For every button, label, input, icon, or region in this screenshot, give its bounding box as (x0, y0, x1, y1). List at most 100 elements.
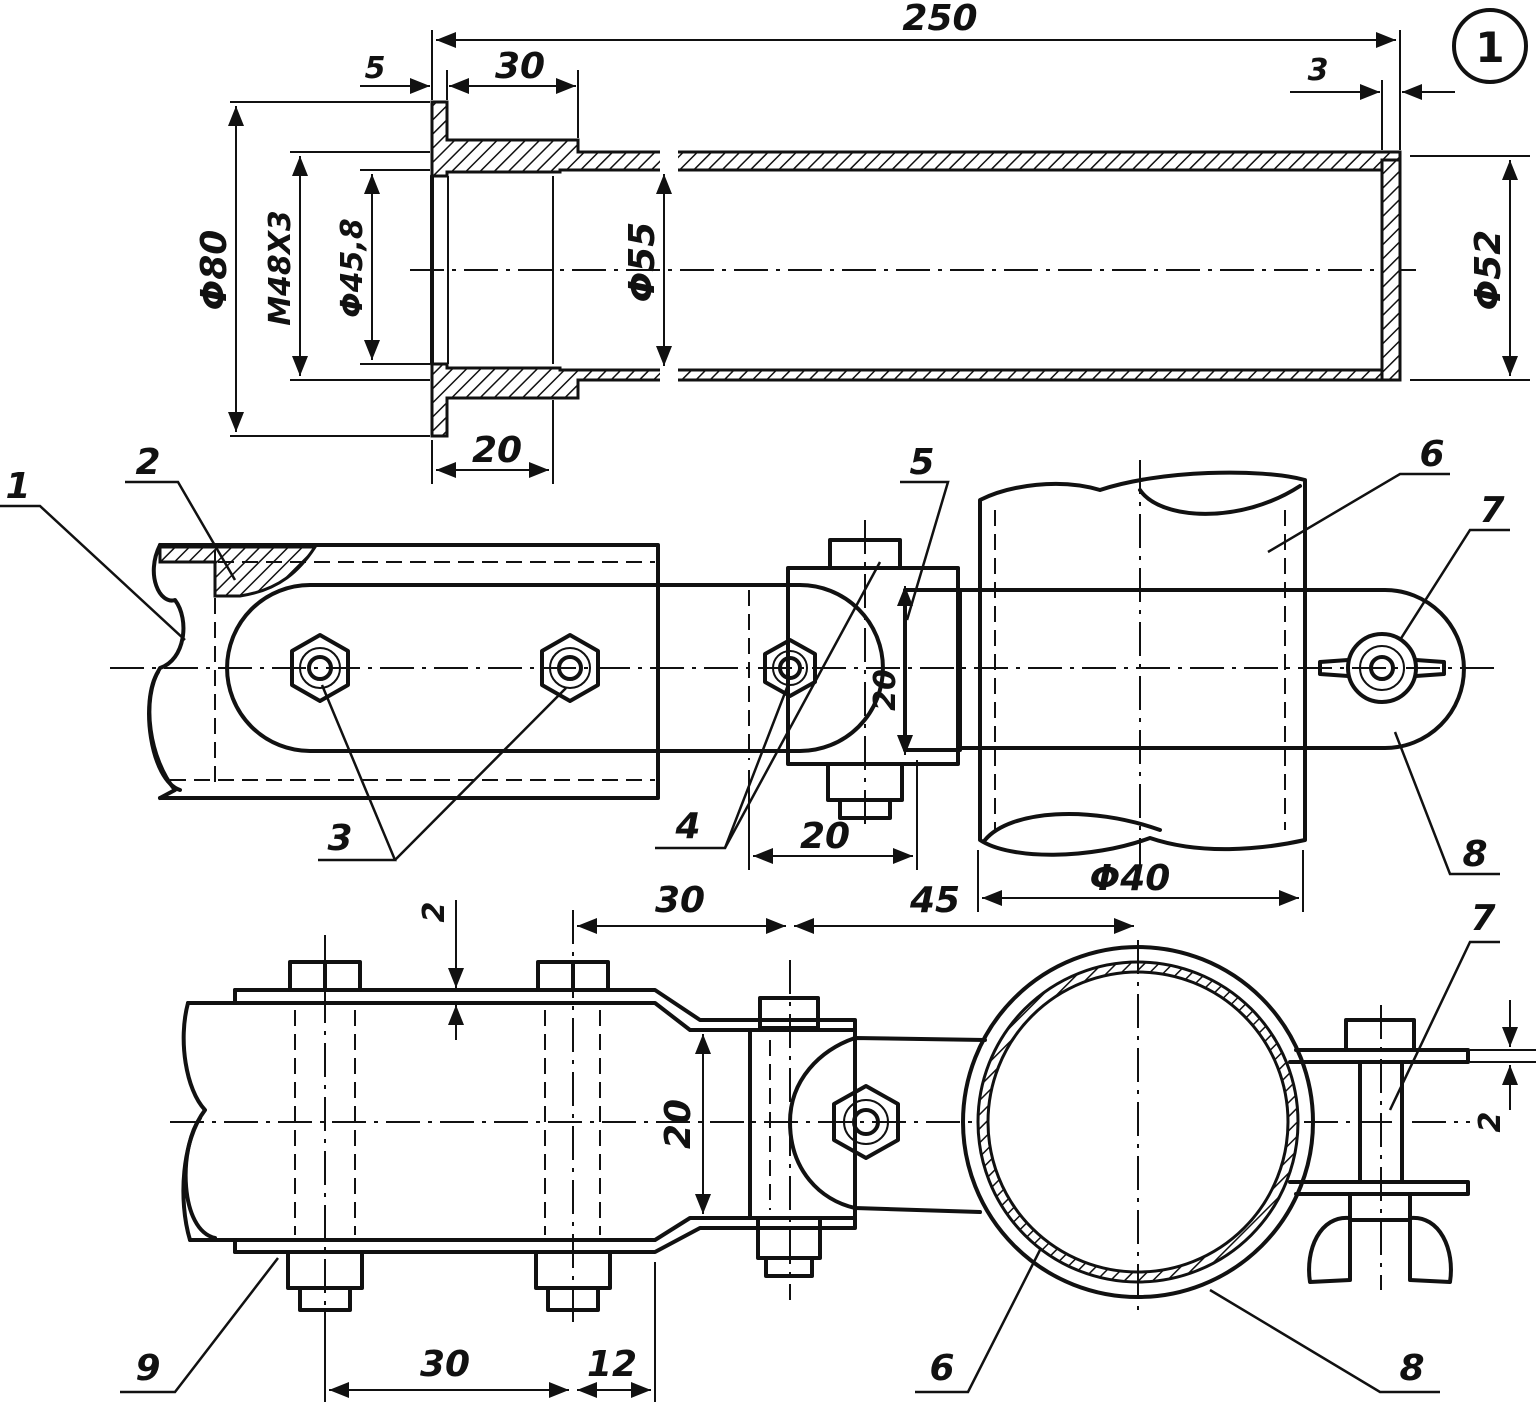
label-thread-length: 30 (495, 46, 545, 87)
leader-7 (1398, 528, 1510, 641)
top-tube-section: 250 5 30 3 20 Φ80 M48X3 Φ45,8 Φ55 Φ52 (194, 0, 1530, 484)
callout-4: 4 (674, 806, 700, 847)
clamp-bolt-head (1344, 1018, 1416, 1052)
post-top-cut (1138, 484, 1302, 516)
bolt-end-bottom-left (298, 1286, 352, 1312)
post-bottom-cut (983, 811, 1162, 842)
label-bore: Φ45,8 (335, 218, 370, 318)
hinge-bolt-head-bottom-view (758, 996, 820, 1030)
wing-left-icon (1318, 658, 1350, 678)
label-bolt-pitch-bottom: 30 (420, 1344, 470, 1385)
callout-7-bottom: 7 (1470, 898, 1495, 939)
hex-nut-icon (540, 633, 600, 703)
hinge-nut-bottom-view (756, 1216, 822, 1260)
label-end-wall: 3 (1308, 53, 1329, 88)
label-flange-diameter: Φ80 (194, 230, 235, 311)
part-2-section (158, 545, 318, 598)
wing-right-icon (1414, 658, 1446, 678)
leader-2 (125, 480, 237, 581)
callout-7: 7 (1479, 490, 1504, 531)
callout-8: 8 (1462, 834, 1487, 875)
leader-8-bottom (1209, 1288, 1440, 1394)
wing-nut-wing-left-icon (1307, 1215, 1352, 1284)
figure-number-badge: 1 (1452, 8, 1528, 84)
label-overall-length: 250 (902, 0, 977, 39)
hinge-nut-bottom (826, 762, 904, 802)
leader-8 (1393, 731, 1500, 876)
washer-icon (843, 1099, 889, 1145)
tube-end-wall (1380, 158, 1402, 382)
hex-nut-icon (832, 1084, 900, 1160)
label-bolt-pitch-top: 30 (655, 880, 705, 921)
leader-1 (0, 504, 186, 641)
label-slot-height: 20 (868, 669, 903, 711)
strap-plate (225, 583, 885, 753)
leader-3b (394, 687, 567, 861)
wing-nut-7 (1318, 632, 1446, 704)
washer-icon (299, 647, 341, 689)
callout-8-bottom: 8 (1399, 1348, 1424, 1389)
bolt-head-icon (778, 656, 802, 680)
leader-4b (723, 561, 882, 849)
bottom-elevation-view: 2 30 45 20 2 30 12 7 9 6 8 (120, 880, 1536, 1402)
callout-1: 1 (5, 466, 30, 507)
washer-icon (772, 650, 808, 686)
part-8-clamp-strap (958, 588, 1466, 750)
hex-nut-icon (763, 638, 817, 698)
bolt-head-icon (852, 1108, 880, 1136)
tube-break-lower (660, 364, 678, 386)
bottom-tube-break (181, 1001, 207, 1242)
tube-break-upper (660, 146, 678, 176)
clamp-arm (788, 1036, 987, 1214)
label-to-center: 45 (909, 880, 960, 921)
wing-nut-wing-right-icon (1408, 1215, 1453, 1284)
label-flange: 5 (365, 51, 386, 86)
part-1-break-lip (147, 670, 182, 792)
bolt-3b (540, 633, 600, 703)
figure-number: 1 (1475, 23, 1504, 72)
bolt-head-icon (307, 655, 333, 681)
bottom-tube (186, 1001, 752, 1242)
middle-plan-view: 20 20 Φ40 1 2 3 4 5 6 7 8 (0, 434, 1510, 912)
callout-5: 5 (909, 442, 934, 483)
leader-6 (1267, 472, 1450, 554)
label-tube-diameter: Φ55 (622, 222, 663, 303)
part-5-hinge-strip (903, 588, 962, 752)
hinge-bolt-end (838, 798, 892, 820)
label-thread: M48X3 (263, 210, 298, 326)
figure-number-circle (1452, 8, 1528, 84)
label-slot-width: 20 (800, 816, 850, 857)
washer-icon (549, 647, 591, 689)
bolt-4 (763, 638, 817, 698)
hex-nut-icon (290, 633, 350, 703)
bolt-head-top-right (536, 960, 610, 992)
label-end-offset: 12 (587, 1344, 637, 1385)
bolt-end-bottom-right (546, 1286, 600, 1312)
bolt-head-icon (557, 655, 583, 681)
hinge-bolt-head-top (828, 538, 902, 570)
leader-9 (120, 1257, 279, 1394)
callout-6-bottom: 6 (929, 1348, 954, 1389)
label-end-gap: 2 (1473, 1112, 1508, 1133)
upper-strip (233, 988, 857, 1038)
bolt-3a (290, 633, 350, 703)
callout-3: 3 (327, 818, 352, 859)
wing-nut-washer-icon (1346, 632, 1418, 704)
bolt-head-top-left (288, 960, 362, 992)
part-1-tube (158, 543, 660, 800)
tube-lower-wall (430, 362, 1402, 438)
lower-strip (233, 1210, 857, 1254)
nut-bottom-right (534, 1250, 612, 1290)
leader-7-bottom (1388, 940, 1500, 1111)
label-end-diameter: Φ52 (1468, 230, 1509, 311)
leader-6-bottom (915, 1249, 1042, 1394)
label-strip-width: 20 (658, 1099, 699, 1149)
bottom-tube-break-lip (183, 1116, 217, 1240)
part-6-post (978, 470, 1307, 857)
leader-5 (900, 480, 950, 621)
bolt-hinge-nut (832, 1084, 900, 1160)
label-hub-length: 20 (472, 430, 522, 471)
label-gap: 2 (417, 902, 452, 923)
nut-bottom-left (286, 1250, 364, 1290)
